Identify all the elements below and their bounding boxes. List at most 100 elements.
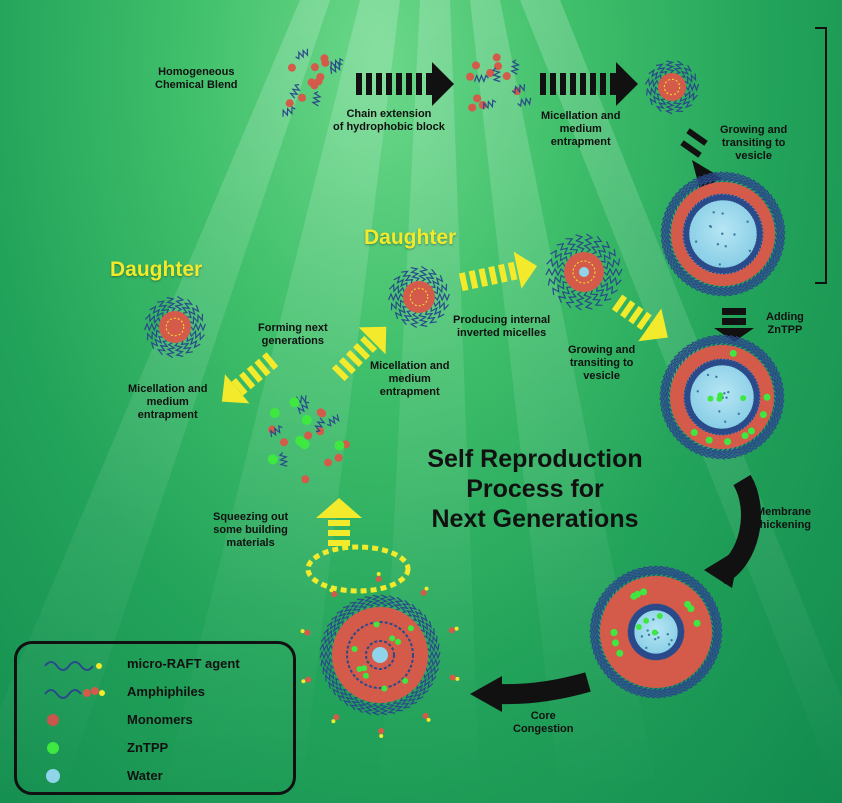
congested-zntpp: [389, 635, 396, 642]
vesicle-top-dot: [694, 240, 698, 243]
vesicle-top-inner-chain: [756, 223, 763, 231]
vesicle-thick-inner-chain: [646, 604, 654, 611]
vesicle-thick-inner-chain: [628, 621, 637, 629]
vesicle-top-chain: [755, 271, 768, 283]
micelle-mid-chain: [425, 268, 438, 284]
micelle-mid-chain: [418, 312, 428, 327]
vesicle-zntpp-chain: [758, 430, 771, 442]
vesicle-thick-chain: [672, 683, 684, 694]
vesicle-zntpp-chain: [695, 338, 707, 349]
vesicle-top-inner-chain: [699, 199, 708, 207]
vesicle-top-chain: [771, 207, 782, 219]
vesicle-zntpp-inner-chain: [685, 380, 694, 389]
vesicle-thick-inner-chain: [627, 625, 636, 633]
vesicle-thick-chain: [641, 686, 653, 699]
vesicle-thick-inner-chain: [636, 609, 645, 617]
vesicle-top-chain: [701, 283, 713, 296]
vesicle-zntpp-chain: [767, 417, 780, 429]
congested-chain: [336, 688, 349, 702]
blend-extended-chain: [517, 97, 532, 108]
vesicle-top-chain: [660, 228, 672, 240]
vesicle-thick-chain: [631, 569, 643, 580]
vesicle-top-chain: [660, 217, 673, 229]
vesicle-top-inner-chain: [709, 265, 717, 274]
vesicle-top-inner-chain: [688, 249, 696, 258]
vesicle-zntpp-chain: [681, 437, 693, 449]
vesicle-thick-inner-chain: [630, 615, 640, 623]
vesicle-top-inner-chain: [696, 201, 706, 209]
escaping-tip: [300, 629, 305, 634]
vesicle-zntpp-inner-chain: [727, 427, 736, 435]
blend-initial-chain: [282, 106, 296, 117]
micelle-inverted-chain: [583, 233, 594, 253]
micelle-mid-chain: [424, 310, 437, 324]
vesicle-top-chain: [742, 280, 754, 291]
congested-chain: [342, 604, 355, 617]
micelle-left-chain: [165, 342, 176, 359]
vesicle-thick-chain: [652, 565, 663, 577]
vesicle-top-inner-chain: [754, 216, 761, 225]
vesicle-thick-inner-chain: [676, 619, 683, 628]
vesicle-top-inner-chain: [689, 208, 699, 216]
vesicle-thick-inner-chain: [675, 617, 682, 626]
vesicle-zntpp-inner-chain: [684, 402, 692, 411]
vesicle-top-chain: [678, 185, 691, 197]
congested-chain: [322, 664, 335, 675]
vesicle-top-inner-chain: [703, 262, 711, 271]
micelle-top-chain: [672, 99, 684, 112]
vesicle-thick-inner-chain: [630, 639, 638, 648]
blend-initial-monomer: [298, 93, 307, 102]
micelle-mid-chain: [418, 265, 429, 282]
micelle-top-chain: [679, 97, 693, 109]
escaping-tip: [455, 676, 460, 681]
vesicle-top-chain: [760, 189, 772, 202]
vesicle-zntpp-chain: [659, 386, 671, 398]
vesicle-thick-inner-chain: [677, 626, 685, 634]
congested-zntpp: [356, 666, 363, 673]
vesicle-thick-inner-chain: [640, 606, 649, 614]
micelle-left-chain: [144, 313, 161, 325]
micelle-left-chain: [149, 305, 164, 318]
vesicle-thick-chain: [616, 677, 628, 690]
congested-chain: [425, 664, 440, 676]
vesicle-top-inner-chain: [682, 234, 690, 241]
congested-zntpp: [407, 625, 414, 632]
vesicle-top-chain: [774, 223, 786, 234]
blend-initial-chain: [330, 57, 344, 69]
vesicle-zntpp-chain: [677, 348, 690, 360]
vesicle-thick-chain: [625, 682, 638, 695]
vesicle-thick-chain: [635, 685, 648, 698]
vesicle-thick-dot: [653, 637, 657, 641]
vesicle-zntpp-chain: [746, 440, 758, 452]
vesicle-zntpp-inner-chain: [712, 359, 720, 366]
vesicle-thick-inner-chain: [637, 646, 645, 656]
vesicle-zntpp-inner-chain: [699, 364, 708, 372]
micelle-mid-chain: [390, 299, 405, 311]
micelle-inverted-chain: [600, 248, 616, 263]
escaping-tip: [424, 586, 429, 591]
vesicle-thick-chain: [608, 671, 620, 683]
vesicle-zntpp-chain: [690, 442, 702, 455]
vesicle-top-inner-chain: [723, 193, 730, 201]
vesicle-top-chain: [763, 193, 775, 206]
micelle-inverted-chain: [596, 287, 612, 302]
vesicle-zntpp-dot: [737, 412, 741, 416]
yellow-arrow-up: [316, 498, 362, 546]
vesicle-thick-chain: [626, 570, 638, 581]
vesicle-zntpp-zntpp: [729, 349, 737, 357]
blend-extended-chain: [509, 59, 521, 75]
vesicle-zntpp-chain: [751, 345, 763, 357]
vesicle-top-chain: [717, 171, 729, 183]
vesicle-zntpp-inner-chain: [743, 369, 752, 379]
vesicle-zntpp-chain: [660, 375, 673, 387]
vesicle-thick-inner-chain: [648, 652, 656, 661]
vesicle-zntpp-chain: [771, 376, 782, 387]
vesicle-top-inner-chain: [686, 214, 695, 222]
vesicle-zntpp-inner-chain: [753, 390, 761, 398]
micelle-left-core: [165, 317, 185, 337]
micelle-inverted-chain: [600, 282, 618, 295]
blend-extended-chain: [511, 83, 526, 95]
